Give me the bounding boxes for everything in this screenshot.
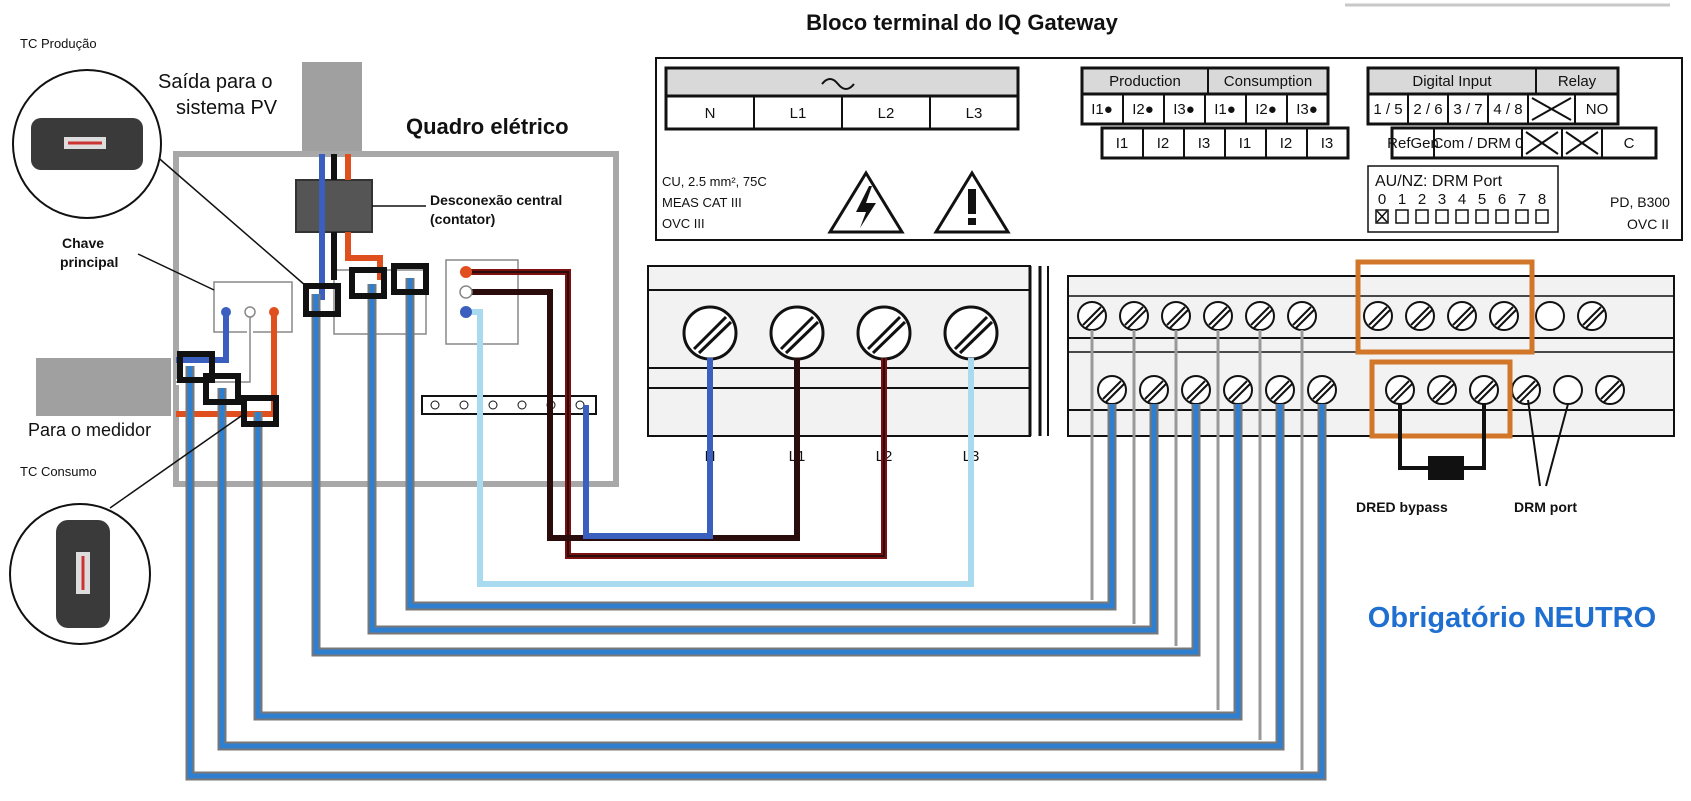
drm-port-title: AU/NZ: DRM Port [1375,173,1503,190]
power-header-l1: L1 [790,105,807,122]
spec-line-1: CU, 2.5 mm², 75C [662,174,767,189]
central-disconnect-label-line1: Desconexão central [430,192,562,208]
panel-title-label: Quadro elétrico [406,114,569,139]
drm-terminal-highlight [1369,359,1513,439]
ct-top-cell-6: I3● [1296,101,1318,118]
io-bottom-cell-refgen: RefGen [1387,135,1439,152]
caution-warning-icon [933,170,1011,234]
ct-label-table: Production Consumption I1● I2● I3● I1● I… [1080,66,1350,160]
pv-output-label-line1: Saída para o [158,71,273,93]
ct-bottom-cell-1: I1 [1116,135,1129,152]
ac-symbol-icon [821,78,855,90]
drm-number: 7 [1518,191,1526,208]
io-top-cell-1: 1 / 5 [1373,101,1402,118]
ac-wires [459,266,974,587]
ct-bottom-cell-4: I1 [1239,135,1252,152]
ct-top-cell-2: I2● [1132,101,1154,118]
power-header-n: N [705,105,716,122]
ct-top-cell-4: I1● [1214,101,1236,118]
dred-bypass-label: DRED bypass [1356,499,1448,515]
drm-number: 2 [1418,191,1426,208]
pv-conduit [302,62,362,152]
ct-top-cell-1: I1● [1091,101,1113,118]
drm-number: 5 [1478,191,1486,208]
rating-pd: PD, B300 [1610,194,1670,210]
main-switch-label-line1: Chave [62,235,104,251]
relay-header: Relay [1558,73,1597,90]
main-switch-label-line2: principal [60,254,118,270]
io-bottom-cell-c: C [1624,135,1635,152]
to-meter-label: Para o medidor [28,420,151,440]
drm-number: 8 [1538,191,1546,208]
electrical-panel-frame [173,151,619,487]
digital-input-header: Digital Input [1412,73,1492,90]
drm-port-label: DRM port [1514,499,1577,515]
io-top-cell-2: 2 / 6 [1413,101,1442,118]
central-disconnect-label-line2: (contator) [430,211,495,227]
io-top-cell-no: NO [1586,101,1609,118]
power-label-table: N L1 L2 L3 [664,66,1020,131]
io-top-cell-3: 3 / 7 [1453,101,1482,118]
diagram-title: Bloco terminal do IQ Gateway [806,10,1119,35]
power-header-l2: L2 [878,105,895,122]
io-label-table: Digital Input Relay 1 / 5 2 / 6 3 / 7 4 … [1366,66,1658,160]
ct-bottom-cell-5: I2 [1280,135,1293,152]
drm-number: 0 [1378,191,1386,208]
ct-top-screws [1077,301,1607,331]
digital-input-highlight [1355,259,1535,355]
drm-checkboxes [1375,209,1549,224]
rating-ovc: OVC II [1627,216,1669,232]
io-bottom-cell-com: Com / DRM 0 [1433,135,1524,152]
ct-bottom-cell-2: I2 [1157,135,1170,152]
io-top-cell-4: 4 / 8 [1493,101,1522,118]
ct-production-illustration [12,69,162,219]
drm-number: 4 [1458,191,1466,208]
ct-cables [185,278,1327,781]
power-header-l3: L3 [966,105,983,122]
ct-consumption-label: TC Consumo [20,464,97,479]
terminal-label-panel [655,57,1683,241]
spec-line-3: OVC III [662,216,705,231]
dred-bypass-jumper [1398,404,1486,480]
spec-line-2: MEAS CAT III [662,195,742,210]
drm-port-pointer [1527,399,1569,487]
ct-production-label: TC Produção [20,36,97,51]
ct-top-cell-5: I2● [1255,101,1277,118]
ct-production-header: Production [1109,73,1181,90]
drm-port-numbers: 0 1 2 3 4 5 6 7 8 [1378,191,1546,208]
meter-conduit [36,358,171,416]
ct-clamps [177,263,429,427]
ct-bottom-cell-3: I3 [1198,135,1211,152]
ct-consumption-illustration [9,503,151,645]
neutral-required-label: Obrigatório NEUTRO [1368,602,1656,634]
contactor-box [295,179,373,233]
pv-output-label-line2: sistema PV [176,97,278,119]
ct-bottom-cell-6: I3 [1321,135,1334,152]
drm-number: 6 [1498,191,1506,208]
drm-number: 3 [1438,191,1446,208]
drm-number: 1 [1398,191,1406,208]
ct-top-cell-3: I3● [1173,101,1195,118]
pointer-lines [109,153,426,509]
high-voltage-warning-icon [827,170,905,234]
drm-port-box [1367,165,1559,233]
ct-bottom-screws [1097,375,1625,405]
ct-consumption-header: Consumption [1224,73,1312,90]
